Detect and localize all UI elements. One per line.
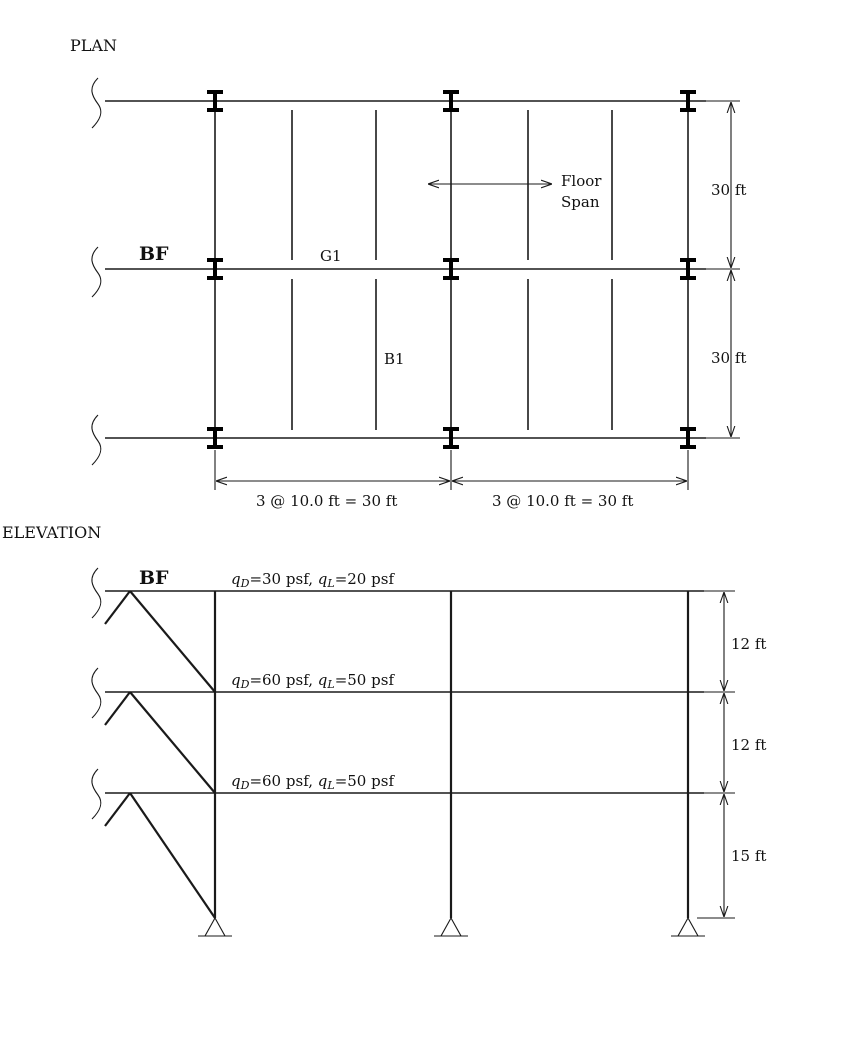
column-i-section-icon	[443, 258, 459, 280]
brace-stub	[104, 691, 131, 726]
plan-bf-label: BF	[139, 243, 169, 265]
column-i-section-icon	[680, 90, 696, 112]
column-i-section-icon	[443, 90, 459, 112]
load-label-level-2: qD=60 psf, qL=50 psf	[231, 671, 395, 691]
break-mark-level-2	[91, 667, 102, 719]
brace-diagonal	[129, 691, 216, 794]
plan-horizontal-dimensions	[214, 450, 689, 490]
elevation-bf-label: BF	[139, 567, 169, 589]
break-mark-level-1	[91, 768, 102, 820]
brace-stub	[104, 792, 131, 827]
beam-label: B1	[384, 350, 405, 368]
floor-span-label-line2: Span	[561, 193, 600, 211]
plan-vertical-dimensions	[706, 100, 740, 439]
story-height-label-lower: 15 ft	[731, 847, 766, 865]
girder-label: G1	[320, 247, 342, 265]
dimension-label-span-left: 3 @ 10.0 ft = 30 ft	[256, 492, 397, 510]
plan-title: PLAN	[70, 36, 117, 55]
story-height-label-middle: 12 ft	[731, 736, 766, 754]
break-mark-middle	[91, 246, 102, 298]
column-symbols	[207, 90, 696, 449]
dimension-label-span-right: 3 @ 10.0 ft = 30 ft	[492, 492, 633, 510]
column-i-section-icon	[443, 427, 459, 449]
floor-span-label-line1: Floor	[561, 172, 602, 190]
column-i-section-icon	[207, 427, 223, 449]
dimension-label-bay-lower: 30 ft	[711, 349, 746, 367]
brace-stub	[104, 590, 131, 625]
column-i-section-icon	[680, 427, 696, 449]
column-i-section-icon	[207, 258, 223, 280]
pin-support-icon	[671, 916, 705, 937]
story-height-label-upper: 12 ft	[731, 635, 766, 653]
column-i-section-icon	[680, 258, 696, 280]
column-i-section-icon	[207, 90, 223, 112]
break-mark-roof	[91, 567, 102, 619]
brace-diagonal	[129, 590, 216, 693]
pin-support-icon	[434, 916, 468, 937]
plan-framing	[91, 77, 706, 466]
break-mark-bottom	[91, 414, 102, 466]
dimension-label-bay-upper: 30 ft	[711, 181, 746, 199]
break-mark-top	[91, 77, 102, 129]
elevation-title: ELEVATION	[2, 523, 101, 542]
brace-diagonal	[129, 792, 216, 919]
load-label-roof: qD=30 psf, qL=20 psf	[231, 570, 395, 590]
supports	[198, 916, 705, 937]
elevation-framing	[91, 567, 704, 919]
pin-support-icon	[198, 916, 232, 937]
elevation-vertical-dimensions	[697, 590, 735, 919]
load-label-level-1: qD=60 psf, qL=50 psf	[231, 772, 395, 792]
